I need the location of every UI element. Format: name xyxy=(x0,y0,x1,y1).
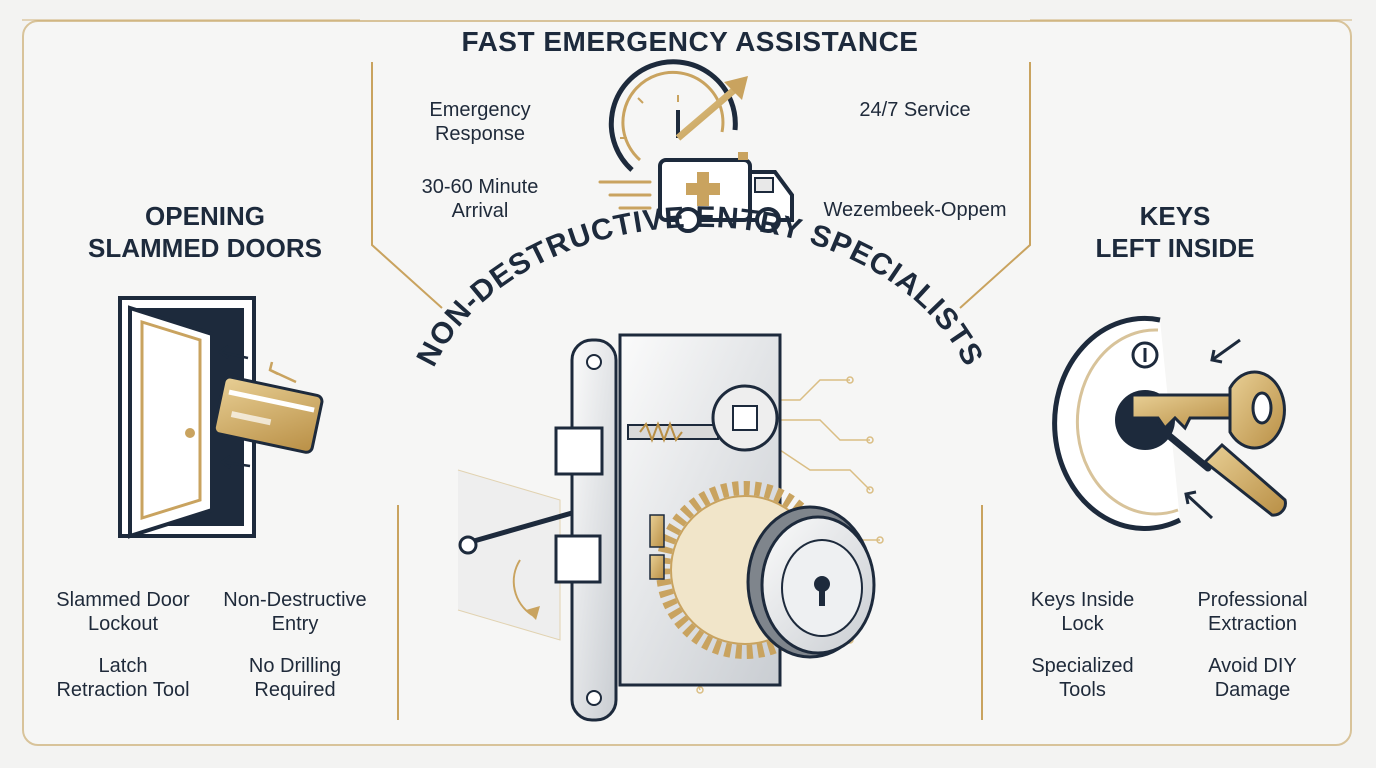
title-line: LEFT INSIDE xyxy=(1095,233,1255,263)
feature-line: Slammed Door xyxy=(56,589,190,611)
feature-line: Non-Destructive xyxy=(223,589,367,611)
right-feature-1: Keys Inside Lock xyxy=(1000,588,1165,636)
feature-line: Professional xyxy=(1197,589,1308,611)
left-section-title: OPENING SLAMMED DOORS xyxy=(50,200,360,264)
left-feature-1: Slammed Door Lockout xyxy=(38,588,208,636)
feature-location: Wezembeek-Oppem xyxy=(823,199,1007,221)
feature-line: Tools xyxy=(1059,679,1106,701)
feature-line: No Drilling xyxy=(248,655,342,677)
feature-arrival: 30-60 Minute Arrival xyxy=(395,175,565,223)
title-line: KEYS xyxy=(1139,201,1211,231)
feature-emergency-response: Emergency Response xyxy=(400,98,560,146)
feature-line: Damage xyxy=(1214,679,1291,701)
left-feature-4: No Drilling Required xyxy=(205,654,385,702)
feature-line: Retraction Tool xyxy=(56,679,190,701)
right-section-title: KEYS LEFT INSIDE xyxy=(1040,200,1310,264)
left-feature-2: Non-Destructive Entry xyxy=(205,588,385,636)
right-feature-4: Avoid DIY Damage xyxy=(1170,654,1335,702)
stopwatch-van-icon xyxy=(598,59,794,233)
right-feature-2: Professional Extraction xyxy=(1170,588,1335,636)
feature-line: Extraction xyxy=(1208,613,1297,635)
left-feature-3: Latch Retraction Tool xyxy=(38,654,208,702)
feature-service: 24/7 Service xyxy=(859,99,971,121)
feature-line: Lock xyxy=(1061,613,1104,635)
feature-line: Response xyxy=(434,123,526,145)
feature-line: Arrival xyxy=(451,200,509,222)
divider-lines xyxy=(22,19,1352,720)
feature-line: Lockout xyxy=(87,613,159,635)
feature-line: Emergency xyxy=(429,99,531,121)
title-line: OPENING xyxy=(145,201,265,231)
mortise-lock-illustration xyxy=(457,333,884,722)
door-icon xyxy=(118,296,324,539)
title-line: SLAMMED DOORS xyxy=(88,233,322,263)
feature-line: Specialized xyxy=(1031,655,1134,677)
feature-line: Keys Inside xyxy=(1030,589,1135,611)
right-feature-3: Specialized Tools xyxy=(1000,654,1165,702)
feature-line: 30-60 Minute xyxy=(421,176,539,198)
feature-line: Required xyxy=(254,679,336,701)
feature-line: Avoid DIY xyxy=(1208,655,1297,677)
page-title: FAST EMERGENCY ASSISTANCE xyxy=(461,26,919,57)
feature-line: Entry xyxy=(271,613,319,635)
key-in-lock-icon xyxy=(1052,315,1287,531)
feature-line: Latch xyxy=(98,655,148,677)
